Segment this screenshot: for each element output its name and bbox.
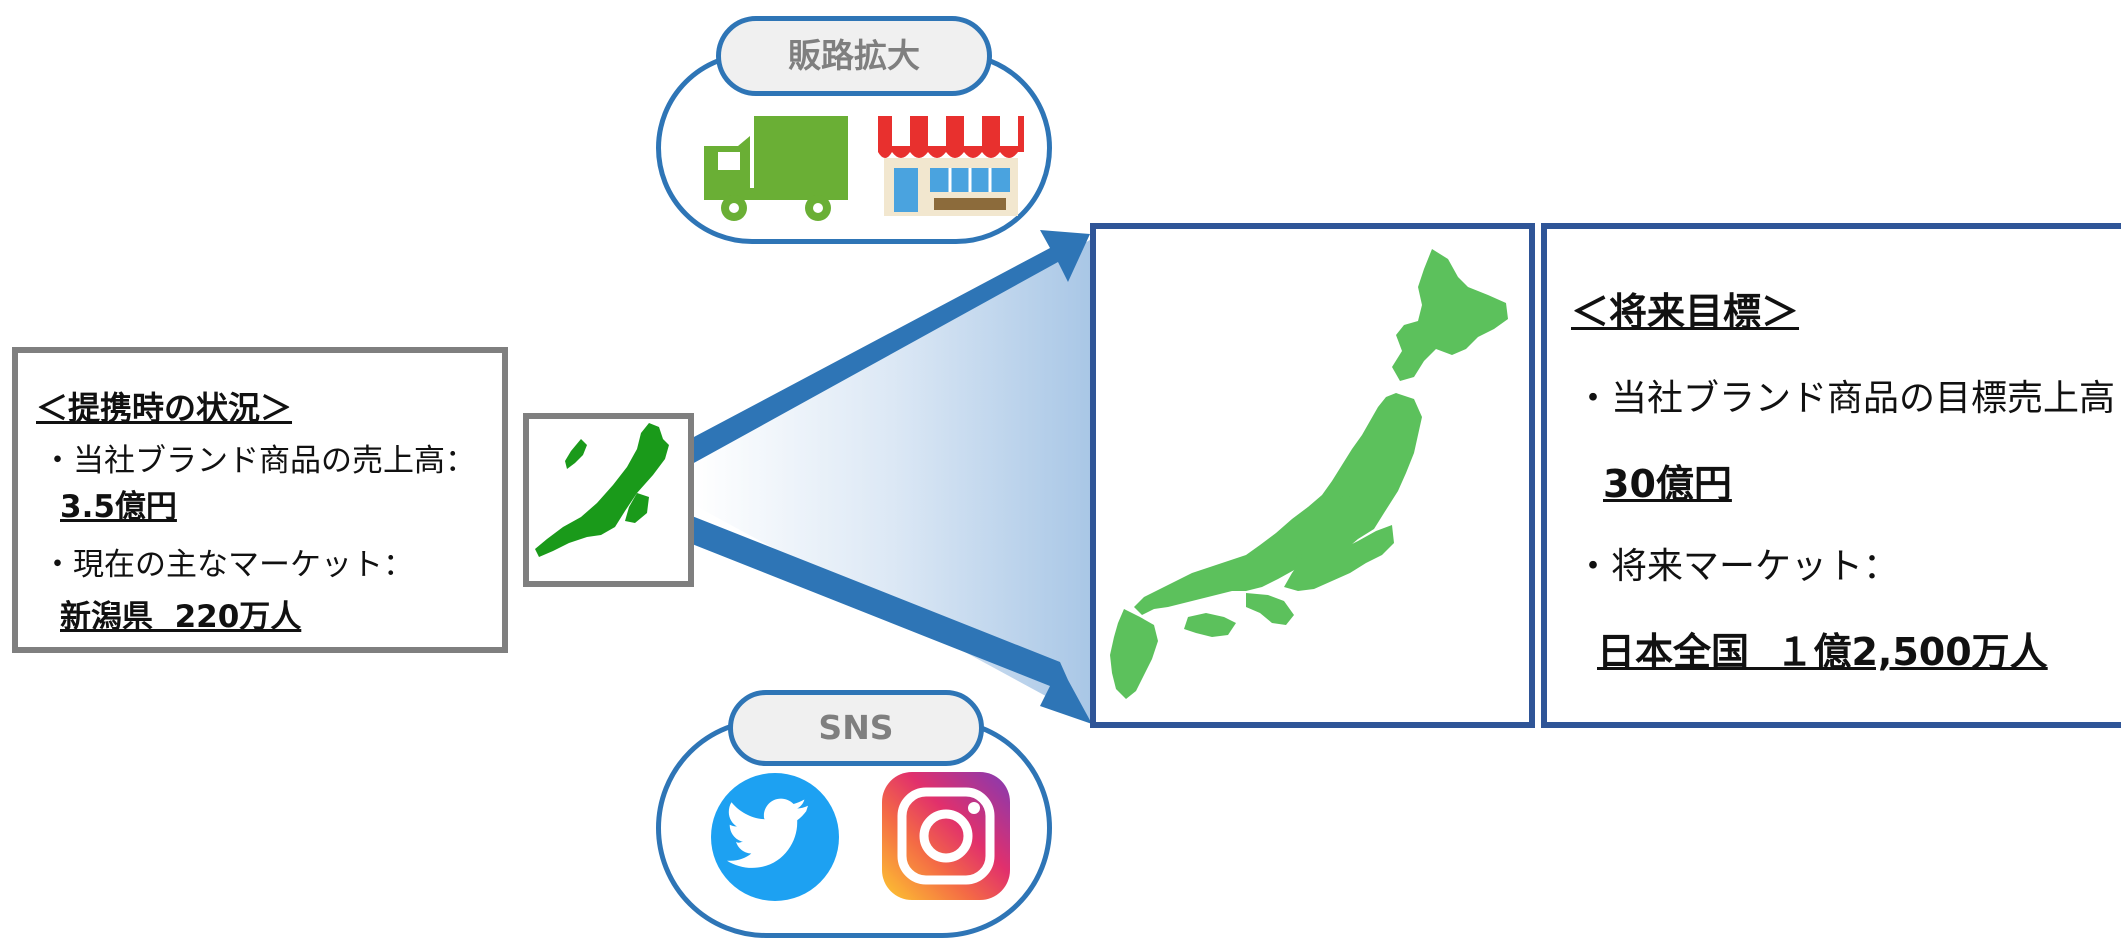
store-icon: [878, 116, 1024, 216]
niigata-map-icon: [535, 423, 669, 557]
future-market-value: 日本全国 １億2,500万人: [1597, 630, 2048, 674]
future-goal-heading: ＜将来目標＞: [1571, 290, 1800, 334]
lower-arrow: [692, 516, 1092, 724]
current-sales-label: ・当社ブランド商品の売上高：: [42, 443, 476, 479]
current-status-box: ＜提携時の状況＞ ・当社ブランド商品の売上高： 3.5億円 ・現在の主なマーケッ…: [12, 347, 508, 653]
future-goal-box: ＜将来目標＞ ・当社ブランド商品の目標売上高： 30億円 ・将来マーケット： 日…: [1541, 223, 2121, 728]
future-sales-label: ・当社ブランド商品の目標売上高：: [1575, 378, 2121, 419]
upper-arrow: [692, 230, 1090, 464]
twitter-icon: [711, 773, 839, 901]
japan-map-frame: [1090, 223, 1535, 728]
instagram-icon: [882, 772, 1010, 900]
current-market-value: 新潟県 220万人: [60, 599, 302, 635]
future-sales-value: 30億円: [1603, 462, 1732, 506]
current-status-heading: ＜提携時の状況＞: [36, 389, 293, 427]
expansion-fan: [694, 240, 1090, 720]
niigata-map-frame: [523, 413, 694, 587]
channel-expansion-label: 販路拡大: [716, 16, 992, 96]
truck-icon: [704, 116, 848, 221]
japan-map-icon: [1110, 249, 1508, 699]
current-market-label: ・現在の主なマーケット：: [42, 547, 414, 583]
future-market-label: ・将来マーケット：: [1575, 546, 1900, 587]
expansion-arrows: [692, 230, 1092, 724]
current-sales-value: 3.5億円: [60, 489, 177, 525]
sns-label: SNS: [728, 690, 984, 766]
